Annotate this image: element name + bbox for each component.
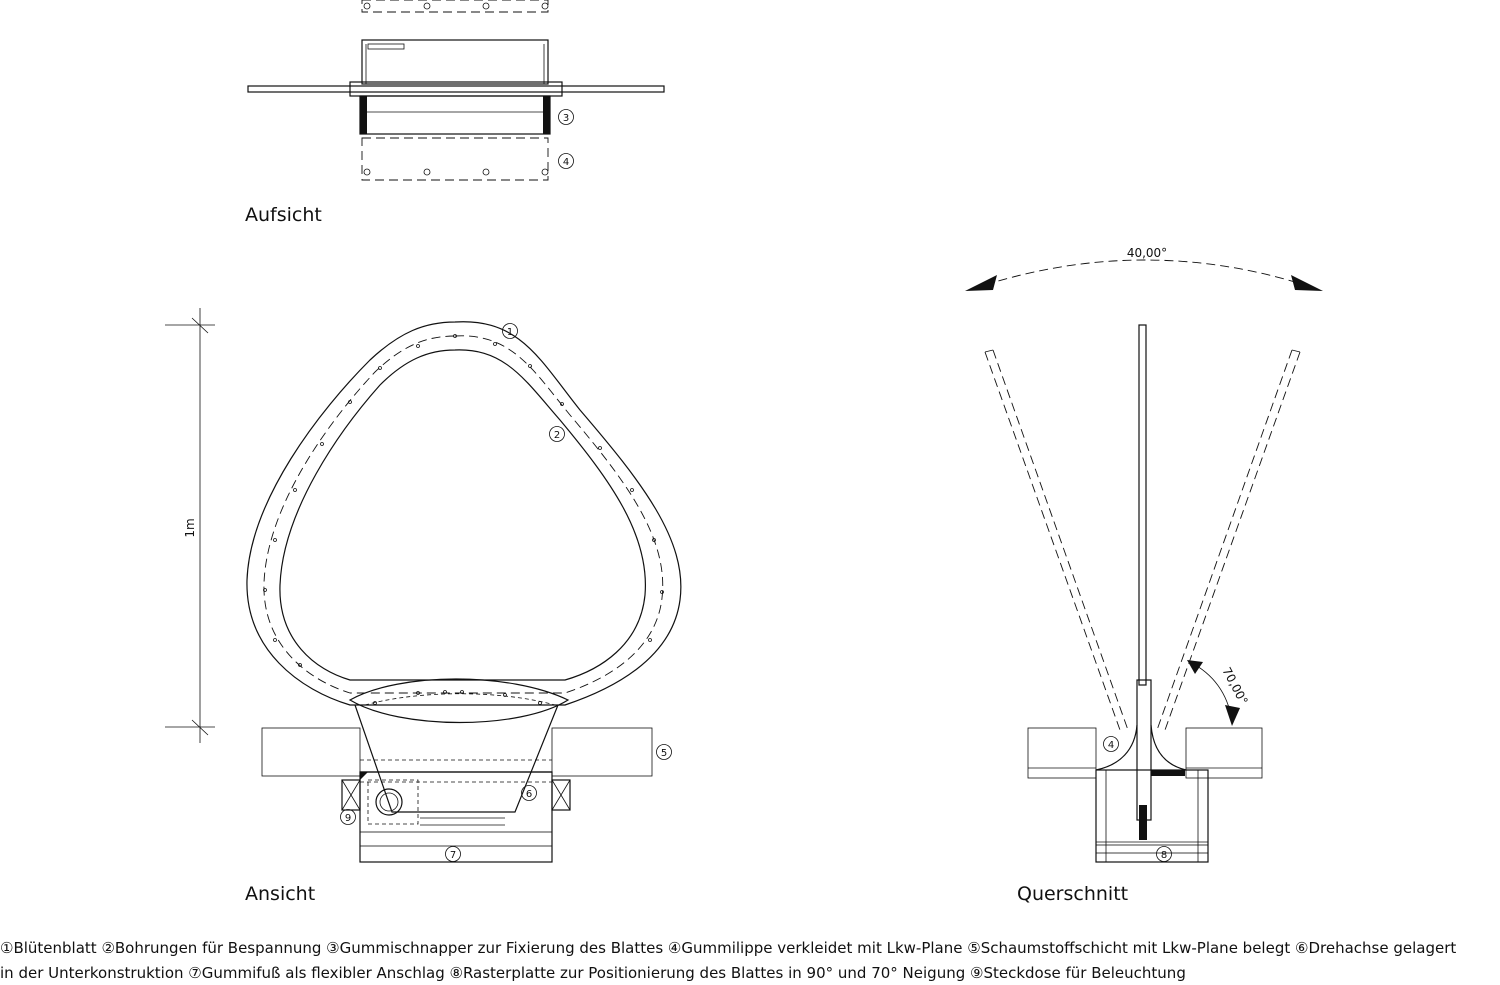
marker-9: 9	[345, 813, 351, 824]
marker-4-section: 4	[1108, 740, 1114, 751]
legend-line-2: in der Unterkonstruktion ⑦Gummifuß als f…	[0, 964, 1500, 982]
front-view-title: Ansicht	[245, 883, 315, 905]
marker-3: 3	[563, 113, 569, 124]
marker-7: 7	[450, 850, 456, 861]
marker-2: 2	[554, 430, 560, 441]
marker-4: 4	[563, 157, 569, 168]
height-dimension-label: 1m	[183, 518, 197, 537]
tilt-angle-label: 70,00°	[1219, 665, 1250, 707]
front-view: 1m	[165, 308, 682, 905]
section-view-title: Querschnitt	[1017, 883, 1128, 905]
legend-line-1: ①Blütenblatt ②Bohrungen für Bespannung ③…	[0, 939, 1500, 957]
marker-1: 1	[507, 327, 513, 338]
marker-6: 6	[526, 789, 532, 800]
marker-5: 5	[661, 748, 667, 759]
top-view: 3 4 Aufsicht	[245, 0, 665, 226]
swing-angle-label: 40,00°	[1127, 246, 1167, 260]
section-view: 40,00° 70,00°	[965, 246, 1323, 905]
marker-8: 8	[1161, 850, 1167, 861]
top-view-title: Aufsicht	[245, 204, 322, 226]
legend-text-2: in der Unterkonstruktion ⑦Gummifuß als f…	[0, 964, 1186, 982]
legend-text-1: ①Blütenblatt ②Bohrungen für Bespannung ③…	[0, 939, 1457, 957]
